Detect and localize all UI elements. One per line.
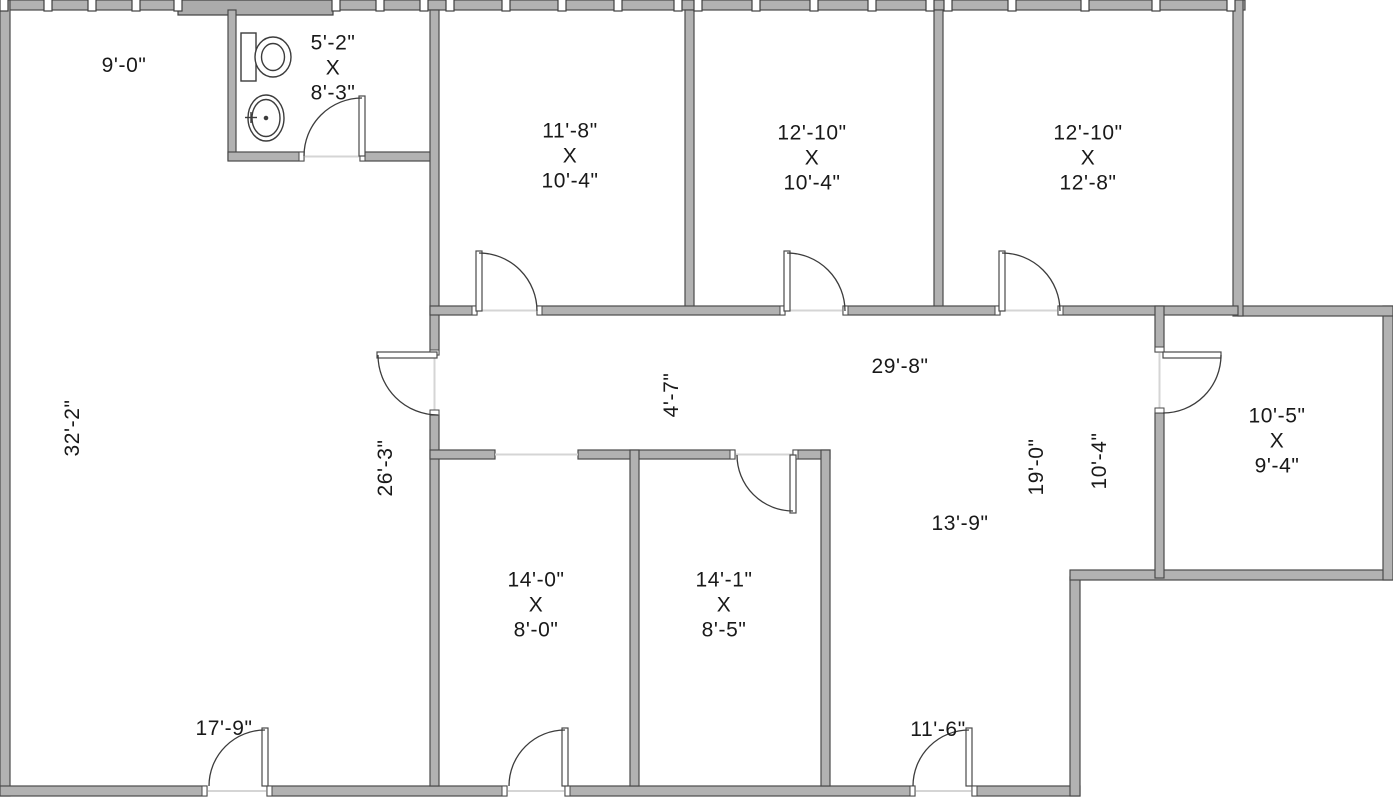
top-room-1-door-arc [478, 252, 538, 312]
dim-hall-left-height: 26'-3" [374, 439, 397, 497]
top-room-3-door-leaf [998, 250, 1006, 312]
room-width: 5'-2" [310, 31, 356, 55]
dim-open-area-height: 19'-0" [1025, 438, 1048, 496]
left-exterior-door-arc [208, 729, 266, 787]
dim-left-height: 32'-2" [61, 399, 84, 457]
room-label-bottom-room-2: 14'-1" X 8'-5" [695, 568, 752, 643]
room-height: 9'-4" [1254, 454, 1300, 478]
room-sep: X [716, 593, 732, 617]
dim-bottom-left-door: 17'-9" [195, 717, 253, 740]
room-sep: X [1080, 146, 1096, 170]
dim-right-area-height: 10'-4" [1088, 432, 1111, 490]
bathroom-door-arc [303, 97, 363, 157]
room-sep: X [528, 593, 544, 617]
room-sep: X [325, 56, 341, 80]
room-sep: X [1269, 429, 1285, 453]
header-wall-segment [177, 0, 334, 16]
room-width: 12'-10" [1053, 121, 1123, 145]
interior-walls [227, 9, 1239, 787]
room-height: 12'-8" [1059, 171, 1117, 195]
hall-door-leaf [376, 351, 438, 359]
sink-icon [245, 94, 285, 142]
dim-hall-width: 4'-7" [660, 372, 683, 418]
door-swing-arcs [208, 97, 1222, 787]
right-exterior-door-leaf [965, 727, 973, 787]
right-room-door-arc [1162, 354, 1222, 414]
dim-open-area-width: 13'-9" [931, 512, 989, 535]
bottom-room-1-door-leaf [561, 727, 569, 787]
door-thresholds [207, 155, 1161, 792]
dim-top-left-width: 9'-0" [101, 54, 147, 77]
room-width: 12'-10" [777, 121, 847, 145]
top-room-1-door-leaf [475, 250, 483, 312]
window-markers [0, 0, 1236, 12]
bathroom-door-leaf [358, 95, 366, 157]
room-height: 10'-4" [541, 169, 599, 193]
top-room-2-door-arc [786, 252, 846, 312]
room-width: 14'-0" [507, 568, 565, 592]
dim-open-area-top-width: 29'-8" [871, 355, 929, 378]
room-label-right-room: 10'-5" X 9'-4" [1248, 404, 1305, 479]
right-room-door-leaf [1162, 351, 1222, 359]
toilet-icon [240, 32, 292, 82]
door-jambs [201, 151, 1165, 797]
room-height: 8'-5" [701, 618, 747, 642]
hall-door-arc [377, 354, 439, 416]
room-label-top-room-1: 11'-8" X 10'-4" [541, 119, 598, 194]
room-width: 14'-1" [695, 568, 753, 592]
top-room-2-door-leaf [783, 250, 791, 312]
room-label-bathroom: 5'-2" X 8'-3" [311, 31, 356, 106]
right-exterior-door-arc [912, 729, 970, 787]
bottom-room-2-door-arc [736, 454, 794, 512]
door-leaves [261, 95, 1222, 787]
room-width: 10'-5" [1248, 404, 1306, 428]
bottom-room-1-door-arc [508, 729, 566, 787]
room-height: 8'-0" [513, 618, 559, 642]
room-label-top-room-3: 12'-10" X 12'-8" [1053, 121, 1122, 196]
room-label-top-room-2: 12'-10" X 10'-4" [777, 121, 846, 196]
top-room-3-door-arc [1001, 252, 1061, 312]
room-sep: X [804, 146, 820, 170]
room-height: 10'-4" [783, 171, 841, 195]
room-height: 8'-3" [310, 81, 356, 105]
left-exterior-door-leaf [261, 727, 269, 787]
room-sep: X [562, 144, 578, 168]
dim-bottom-right-door: 11'-6" [910, 718, 966, 741]
bottom-room-2-door-leaf [789, 454, 797, 514]
room-width: 11'-8" [542, 119, 598, 143]
room-label-bottom-room-1: 14'-0" X 8'-0" [507, 568, 564, 643]
